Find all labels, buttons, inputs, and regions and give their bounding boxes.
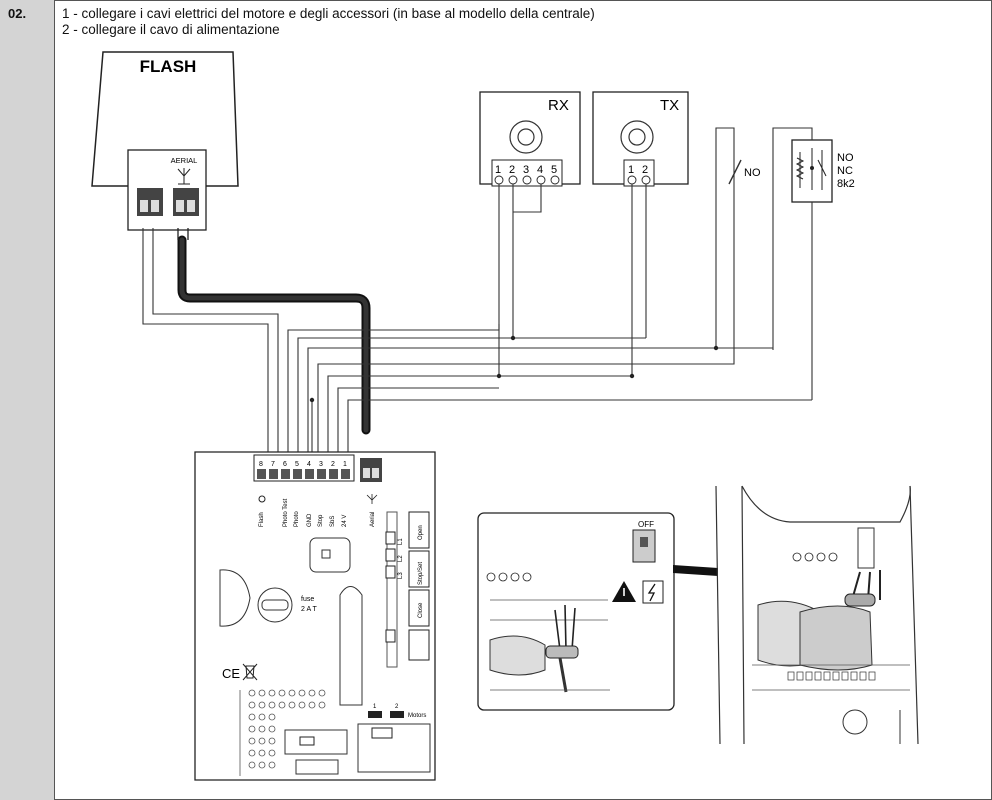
board-terminal-8: 8 xyxy=(259,461,263,468)
board-terminal-5: 5 xyxy=(295,461,299,468)
label-24v: 24 V xyxy=(342,515,348,527)
label-sbs: SbS xyxy=(330,516,336,527)
led-l2: L2 xyxy=(398,555,404,562)
electric-hazard-icon xyxy=(642,580,664,604)
tx-title: TX xyxy=(660,97,679,114)
instructions: 1 - collegare i cavi elettrici del motor… xyxy=(62,6,595,38)
fuse-label: fuse xyxy=(301,596,314,603)
close-button-label: Close xyxy=(418,602,424,618)
rx-terminal-4: 4 xyxy=(537,164,543,176)
tx-terminal-2: 2 xyxy=(642,164,648,176)
instruction-line-1: 1 - collegare i cavi elettrici del motor… xyxy=(62,6,595,21)
label-stop: Stop xyxy=(318,514,324,527)
close-button[interactable] xyxy=(408,589,430,627)
motors-label: Motors xyxy=(408,713,426,719)
open-button[interactable] xyxy=(408,511,430,549)
board-terminal-1: 1 xyxy=(343,461,347,468)
waste-bin-icon xyxy=(242,663,258,681)
led-l3: L3 xyxy=(398,572,404,579)
rx-terminal-5: 5 xyxy=(551,164,557,176)
stop-set-button[interactable] xyxy=(408,550,430,588)
battery-icon xyxy=(299,736,315,746)
flash-unit: FLASH AERIAL xyxy=(91,51,239,231)
board-terminal-4: 4 xyxy=(307,461,311,468)
stop-set-button-label: Stop/Set xyxy=(418,562,424,585)
rx-terminal-2: 2 xyxy=(509,164,515,176)
label-aerial: Aerial xyxy=(370,512,376,527)
motors-number-1: 1 xyxy=(373,704,377,710)
rx-terminal-1: 1 xyxy=(495,164,501,176)
control-board: 8 7 6 5 4 3 2 1 Flash Photo Test Photo G… xyxy=(194,451,436,781)
rx-title: RX xyxy=(548,97,569,114)
instruction-line-2: 2 - collegare il cavo di alimentazione xyxy=(62,22,280,37)
edge-label-nc: NC xyxy=(837,165,853,177)
tx-unit: TX 1 2 xyxy=(592,91,689,187)
detail-off-label: OFF xyxy=(638,520,654,529)
edge-label-no: NO xyxy=(837,152,854,164)
label-flash: Flash xyxy=(259,512,265,527)
label-photo-test: Photo Test xyxy=(283,498,289,527)
accessory-wires xyxy=(287,184,812,455)
tx-terminal-1: 1 xyxy=(628,164,634,176)
rx-terminal-3: 3 xyxy=(523,164,529,176)
label-gnd: GND xyxy=(307,513,313,527)
open-button-label: Open xyxy=(418,525,424,540)
switch-no-label: NO xyxy=(744,167,761,179)
aerial-cable xyxy=(177,228,371,435)
flash-lamp-icon xyxy=(258,495,266,503)
board-terminal-6: 6 xyxy=(283,461,287,468)
detail-inset: OFF xyxy=(477,512,718,711)
flash-aerial-label: AERIAL xyxy=(171,156,198,165)
fuse-value: 2 A T xyxy=(301,606,318,613)
label-photo: Photo xyxy=(294,511,300,527)
step-column: 02. xyxy=(0,0,55,800)
board-terminal-2: 2 xyxy=(331,461,335,468)
board-aerial-icon xyxy=(366,494,378,504)
flash-wires xyxy=(142,228,279,455)
vent-holes xyxy=(248,689,326,769)
detail-photo xyxy=(715,485,919,745)
edge-sensor xyxy=(772,127,833,400)
flash-title: FLASH xyxy=(140,57,197,76)
ce-mark: CE xyxy=(222,666,240,681)
radio-button[interactable] xyxy=(408,629,430,661)
wire-junctions xyxy=(309,335,719,403)
led-l1: L1 xyxy=(398,538,404,545)
edge-label-8k2: 8k2 xyxy=(837,178,855,190)
step-number: 02. xyxy=(8,6,27,21)
board-terminal-3: 3 xyxy=(319,461,323,468)
motors-number-2: 2 xyxy=(395,704,399,710)
no-switch xyxy=(715,127,742,365)
board-terminal-7: 7 xyxy=(271,461,275,468)
rx-unit: RX 1 2 3 4 5 xyxy=(479,91,581,187)
aerial-icon xyxy=(177,168,191,185)
